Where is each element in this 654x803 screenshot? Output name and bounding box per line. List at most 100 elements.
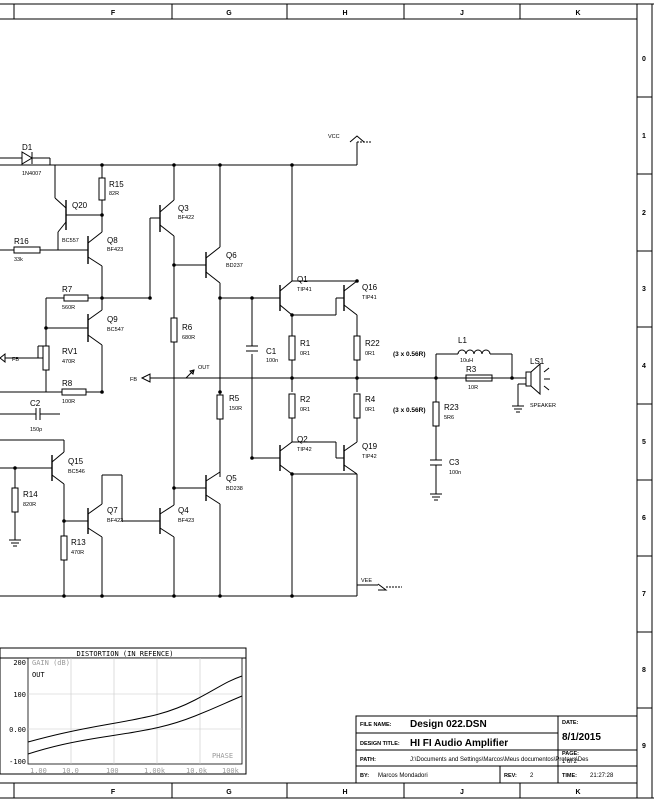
supply-rails: VCC VEE xyxy=(0,134,402,597)
r4-ref: R4 xyxy=(365,395,376,404)
transistor-q7: Q7 BF422 xyxy=(87,475,123,596)
q9-value: BC547 xyxy=(107,327,124,333)
l1-value: 10uH xyxy=(460,358,473,364)
x-tick-100k: 100k xyxy=(222,767,240,775)
q2-value: TIP42 xyxy=(297,447,312,453)
resistor-r7: R7 560R xyxy=(45,285,150,340)
resistor-r3: R3 10R xyxy=(465,365,493,391)
q19-value: TIP42 xyxy=(362,454,377,460)
column-label-f-bottom: F xyxy=(111,789,116,796)
resistor-r5: R5 150R xyxy=(216,392,242,477)
time-label: TIME: xyxy=(562,773,577,779)
transistor-q6: Q6 BD237 xyxy=(174,165,243,392)
date-value: 8/1/2015 xyxy=(562,732,601,743)
c2-ref: C2 xyxy=(30,399,41,408)
row-label-4: 4 xyxy=(642,363,646,370)
q2-ref: Q2 xyxy=(297,435,308,444)
row-label-2: 2 xyxy=(642,210,646,217)
out-label: OUT xyxy=(198,365,210,371)
r6-ref: R6 xyxy=(182,323,193,332)
r8-ref: R8 xyxy=(62,379,73,388)
transistor-q1: Q1 TIP41 xyxy=(279,165,357,336)
phase-label: PHASE xyxy=(212,752,233,760)
column-label-f: F xyxy=(111,10,116,17)
ls1-ref: LS1 xyxy=(530,357,545,366)
r23-ref: R23 xyxy=(444,403,459,412)
resistor-r1: R1 0R1 xyxy=(288,335,311,392)
column-label-j: J xyxy=(460,10,464,17)
transistor-q5: Q5 BD238 xyxy=(174,471,243,596)
drawing-frame xyxy=(0,3,654,799)
design-title-label: DESIGN TITLE: xyxy=(360,741,400,747)
r14-value: 820R xyxy=(23,502,36,508)
y-tick-neg100: -100 xyxy=(9,758,26,766)
r5-value: 150R xyxy=(229,406,242,412)
junction-dots xyxy=(13,163,514,598)
q6-value: BD237 xyxy=(226,263,243,269)
r2-ref: R2 xyxy=(300,395,311,404)
r7-ref: R7 xyxy=(62,285,73,294)
graph-trace-lower xyxy=(27,695,243,755)
page-label: PAGE: xyxy=(562,751,579,757)
by-value: Marcos Mondadori xyxy=(378,773,428,779)
inductor-l1: L1 10uH xyxy=(435,336,513,378)
resistor-r16: R16 33k xyxy=(0,237,85,263)
transistor-q2: Q2 TIP42 xyxy=(279,435,336,596)
note-lower: (3 x 0.56R) xyxy=(393,407,426,414)
vee-terminal: VEE xyxy=(357,578,402,591)
r5-ref: R5 xyxy=(229,394,240,403)
rv1-value: 470R xyxy=(62,359,75,365)
r4-value: 0R1 xyxy=(365,407,375,413)
q4-value: BF423 xyxy=(178,518,194,524)
row-label-3: 3 xyxy=(642,286,646,293)
r7-value: 560R xyxy=(62,305,75,311)
x-tick-10: 10.0 xyxy=(62,767,79,775)
q8-ref: Q8 xyxy=(107,236,118,245)
resistor-r4: R4 0R1 xyxy=(353,393,376,442)
q5-ref: Q5 xyxy=(226,474,237,483)
graph-title: DISTORTION (IN REFENCE) xyxy=(77,650,174,658)
transistor-q3: Q3 BF422 xyxy=(149,165,194,318)
q15-ref: Q15 xyxy=(68,457,84,466)
x-tick-100: 100 xyxy=(106,767,119,775)
r23-value: 5R6 xyxy=(444,415,454,421)
capacitor-c2: C2 150p xyxy=(0,399,60,433)
graph-plot-area xyxy=(27,657,243,765)
page-value: 1 of 2 xyxy=(562,759,578,765)
c3-ref: C3 xyxy=(449,458,460,467)
r16-ref: R16 xyxy=(14,237,29,246)
c3-value: 100n xyxy=(449,470,461,476)
by-label: BY: xyxy=(360,773,369,779)
l1-ref: L1 xyxy=(458,336,467,345)
out-trace-label: OUT xyxy=(32,671,45,679)
transistor-q20: Q20 BC557 xyxy=(54,165,102,250)
r14-ref: R14 xyxy=(23,490,38,499)
row-label-7: 7 xyxy=(642,591,646,598)
q3-value: BF422 xyxy=(178,215,194,221)
q19-ref: Q19 xyxy=(362,442,378,451)
resistor-r2: R2 0R1 xyxy=(288,393,311,442)
c1-ref: C1 xyxy=(266,347,277,356)
c1-value: 100n xyxy=(266,358,278,364)
diode-d1: D1 1N4007 xyxy=(0,143,51,177)
q20-value: BC557 xyxy=(62,238,79,244)
transistor-q15: Q15 BC546 xyxy=(0,439,88,522)
r1-ref: R1 xyxy=(300,339,311,348)
fb-label: FB xyxy=(130,377,137,383)
q7-ref: Q7 xyxy=(107,506,118,515)
parallel-note-lower: (3 x 0.56R) xyxy=(393,407,426,414)
column-label-k-bottom: K xyxy=(575,789,580,796)
row-label-8: 8 xyxy=(642,667,646,674)
row-label-1: 1 xyxy=(642,133,646,140)
r22-ref: R22 xyxy=(365,339,380,348)
row-label-5: 5 xyxy=(642,439,646,446)
r13-ref: R13 xyxy=(71,538,86,547)
c2-value: 150p xyxy=(30,427,42,433)
transistor-q16: Q16 TIP41 xyxy=(292,280,378,336)
y-tick-100: 100 xyxy=(13,691,26,699)
row-label-6: 6 xyxy=(642,515,646,522)
title-block: FILE NAME: Design 022.DSN DESIGN TITLE: … xyxy=(355,715,638,784)
row-label-0: 0 xyxy=(642,56,646,63)
transistor-q8: Q8 BF423 xyxy=(85,215,123,298)
